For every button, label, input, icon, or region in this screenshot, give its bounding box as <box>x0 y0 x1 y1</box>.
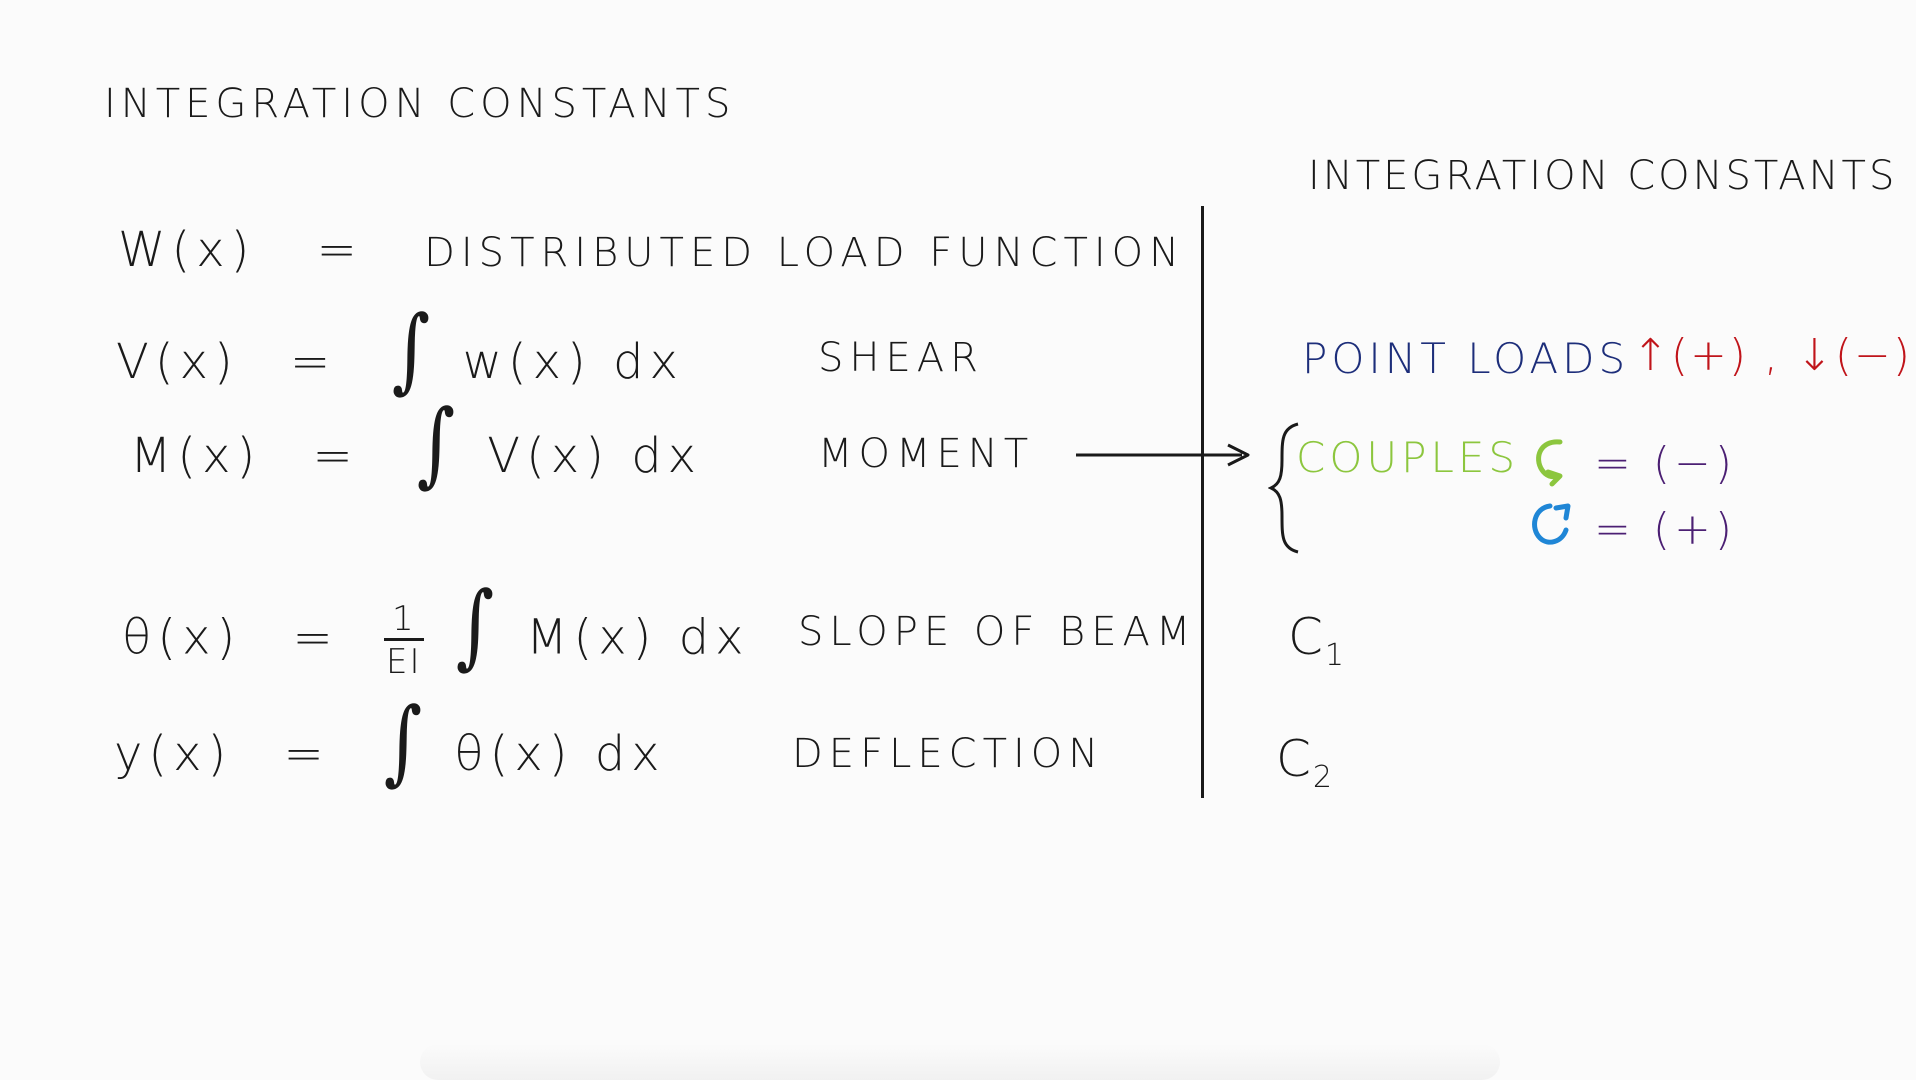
equation-lhs: W(x) <box>118 222 256 278</box>
equation-lhs: y(x) <box>114 726 233 782</box>
section-title: INTEGRATION CONSTANTS <box>1308 153 1898 199</box>
integral-sign: ∫ <box>383 688 423 795</box>
equation-rhs: w(x) dx <box>462 334 684 390</box>
integral-sign: ∫ <box>416 390 456 497</box>
equals-sign: = <box>312 428 359 484</box>
vertical-divider <box>1201 206 1204 798</box>
bottom-edge-shadow <box>420 1044 1500 1080</box>
equation-rhs: M(x) dx <box>526 609 750 666</box>
label-slope: SLOPE OF BEAM <box>798 609 1197 655</box>
equation-slope: θ(x) = 1 EI ∫ M(x) dx <box>122 579 750 682</box>
constant-c1: C1 <box>1288 612 1346 671</box>
constant-subscript: 2 <box>1312 760 1335 795</box>
equation-description: DISTRIBUTED LOAD FUNCTION <box>424 230 1186 276</box>
equation-deflection: y(x) = ∫ θ(x) dx <box>114 696 666 788</box>
equation-lhs: V(x) <box>116 334 239 390</box>
integral-sign: ∫ <box>392 296 431 403</box>
equals-sign: = <box>292 609 339 666</box>
constant-c2: C2 <box>1276 734 1334 793</box>
right-arrow-icon <box>1076 443 1250 467</box>
equation-load: W(x) = DISTRIBUTED LOAD FUNCTION <box>118 226 1185 274</box>
integral-sign: ∫ <box>455 571 495 679</box>
cw-value: = (+) <box>1594 504 1737 555</box>
point-loads-label: POINT LOADS <box>1302 334 1630 383</box>
equation-lhs: M(x) <box>130 428 262 484</box>
equals-sign: = <box>316 222 363 278</box>
ccw-value: = (−) <box>1594 438 1737 489</box>
equals-sign: = <box>289 334 337 390</box>
fraction-numerator: 1 <box>383 602 424 641</box>
label-deflection: DEFLECTION <box>792 731 1105 777</box>
label-shear: SHEAR <box>818 335 984 381</box>
constant-letter: C <box>1288 608 1325 666</box>
curly-brace-icon <box>1268 422 1299 554</box>
equals-sign: = <box>283 726 330 782</box>
constant-subscript: 1 <box>1324 638 1347 673</box>
counterclockwise-arrow-icon <box>1536 439 1563 487</box>
point-loads-signs: ↑(+) , ↓(−) <box>1632 330 1913 381</box>
constant-letter: C <box>1276 730 1313 788</box>
equation-rhs: θ(x) dx <box>454 726 666 782</box>
fraction-denominator: EI <box>386 642 422 682</box>
equation-shear: V(x) = ∫ w(x) dx <box>116 304 684 396</box>
equation-lhs: θ(x) <box>122 609 242 666</box>
couples-label: COUPLES <box>1296 433 1520 482</box>
clockwise-arrow-icon <box>1532 503 1571 545</box>
fraction: 1 EI <box>383 602 424 682</box>
label-moment: MOMENT <box>818 431 1035 477</box>
equation-rhs: V(x) dx <box>487 428 703 484</box>
equation-moment: M(x) = ∫ V(x) dx <box>130 398 703 490</box>
page-title: INTEGRATION CONSTANTS <box>104 81 736 127</box>
